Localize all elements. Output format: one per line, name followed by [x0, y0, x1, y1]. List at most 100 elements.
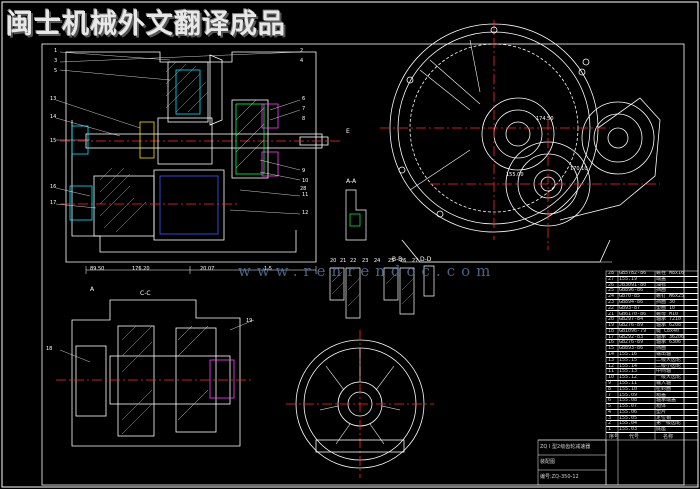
row-name: 螺栓 M8x16 — [656, 271, 685, 276]
row-code: 155.14 — [619, 363, 638, 369]
row-code: GB893-86 — [619, 346, 644, 352]
part-balloon: 20 — [330, 258, 337, 264]
part-balloon: 6 — [302, 96, 306, 102]
part-balloon: 16 — [50, 184, 57, 190]
row-name: 二级大齿轮 — [656, 357, 682, 363]
row-number: 10 — [608, 375, 615, 381]
row-name: 螺母 M10 — [656, 311, 679, 317]
row-name: 输入轴 — [656, 380, 672, 386]
row-code: 155.04 — [619, 421, 638, 427]
title-block-row: 15 GB893-86 挡圈 — [606, 346, 698, 352]
row-name: 输出轴 — [656, 352, 672, 357]
title-block-row: 17 GB292-83 轴承 36206 — [606, 335, 698, 341]
title-block-row: 23 GB894-86 挡圈 30 — [606, 300, 698, 306]
frame-border — [41, 43, 685, 486]
part-balloon: 27 — [412, 258, 419, 264]
row-name: 挡圈 — [656, 288, 667, 294]
drawing-subtitle: 装配图 — [540, 459, 556, 465]
part-balloon: 24 — [374, 258, 381, 264]
row-number: 23 — [608, 299, 615, 305]
row-code: JB3091-80 — [619, 282, 647, 288]
row-name: 轴承 36206 — [656, 334, 685, 340]
row-name: 垫片 — [656, 409, 667, 415]
row-code: GB896-86 — [619, 288, 644, 294]
row-code: 155.07 — [619, 404, 638, 410]
drawing-number: 编号:ZQ-350-12 — [540, 474, 579, 480]
row-number: 21 — [608, 311, 615, 317]
part-balloon: 23 — [362, 258, 369, 264]
row-code: GB70-85 — [619, 294, 641, 300]
row-number: 17 — [608, 334, 615, 340]
row-number: 6 — [608, 398, 612, 404]
row-number: 24 — [608, 294, 615, 300]
part-balloon: 18 — [46, 346, 53, 352]
dim-1: 89.50 — [90, 266, 105, 272]
row-name: 轴承 6208 — [656, 323, 682, 329]
row-name: 轴承 7210 — [656, 317, 682, 323]
part-balloon: 25 — [388, 258, 395, 264]
row-name: 垫圈 10 — [656, 305, 676, 311]
row-code: GB1096-79 — [619, 328, 647, 334]
row-number: 28 — [608, 271, 615, 276]
title-block-row: 24 GB70-85 螺钉 M6x25 — [606, 294, 698, 300]
row-name: 键 C8x40 — [656, 328, 680, 334]
dim-7: 155.00 — [506, 172, 524, 178]
section-cc-view — [56, 299, 255, 447]
row-code: GB292-83 — [619, 334, 644, 340]
row-code: 155.03 — [619, 427, 638, 433]
part-balloon: 5 — [54, 68, 58, 74]
row-name: 第一级齿轮 — [656, 421, 682, 427]
row-code: GB894-86 — [619, 299, 644, 305]
dim-2: 176.20 — [132, 266, 150, 272]
row-code: 155.06 — [619, 409, 638, 415]
row-code: GB297-84 — [619, 317, 644, 323]
row-code: 155.13 — [619, 369, 638, 375]
row-number: 15 — [608, 346, 615, 352]
row-code: GB276-89 — [619, 323, 644, 329]
part-balloon: 17 — [50, 200, 57, 206]
label-section-dd: D-D — [420, 256, 432, 263]
row-code: 155.09 — [619, 392, 638, 398]
part-balloon: 11 — [302, 192, 309, 198]
title-block-row: 19 GB276-89 轴承 6208 — [606, 323, 698, 329]
part-balloon: 3 — [54, 58, 58, 64]
row-code: 155.08 — [619, 398, 638, 404]
row-name: 定位销 — [656, 415, 672, 421]
row-name: 一级大齿轮 — [656, 375, 682, 381]
part-balloon: 22 — [350, 258, 357, 264]
row-code: GB93-87 — [619, 305, 641, 311]
main-section-view — [55, 51, 340, 274]
row-name: 轴承 6306 — [656, 340, 682, 346]
drawing-title: ZQ I 型2级齿轮减速器 — [540, 444, 591, 450]
row-code: 155.15 — [619, 357, 638, 363]
watermark-text: www.renrendoc.com — [238, 262, 497, 280]
part-balloon: 9 — [302, 168, 306, 174]
row-number: 18 — [608, 328, 615, 334]
label-section-bb: B-B — [392, 256, 403, 263]
row-name: 螺钉 M6x25 — [656, 294, 685, 300]
row-code: 155.10 — [619, 386, 638, 392]
part-balloon: 26 — [400, 258, 407, 264]
banner-title: 闽士机械外文翻译成品 — [6, 9, 286, 40]
header-code: 代号 — [629, 434, 640, 440]
row-number: 22 — [608, 305, 615, 311]
row-code: 155.12 — [619, 375, 638, 381]
row-name: 挡圈 — [656, 346, 667, 352]
row-code: GB6170-86 — [619, 311, 647, 317]
part-balloon: 8 — [302, 116, 306, 122]
row-number: 19 — [608, 323, 615, 329]
row-name: 挡圈 30 — [656, 299, 676, 305]
row-number: 1 — [608, 427, 612, 433]
